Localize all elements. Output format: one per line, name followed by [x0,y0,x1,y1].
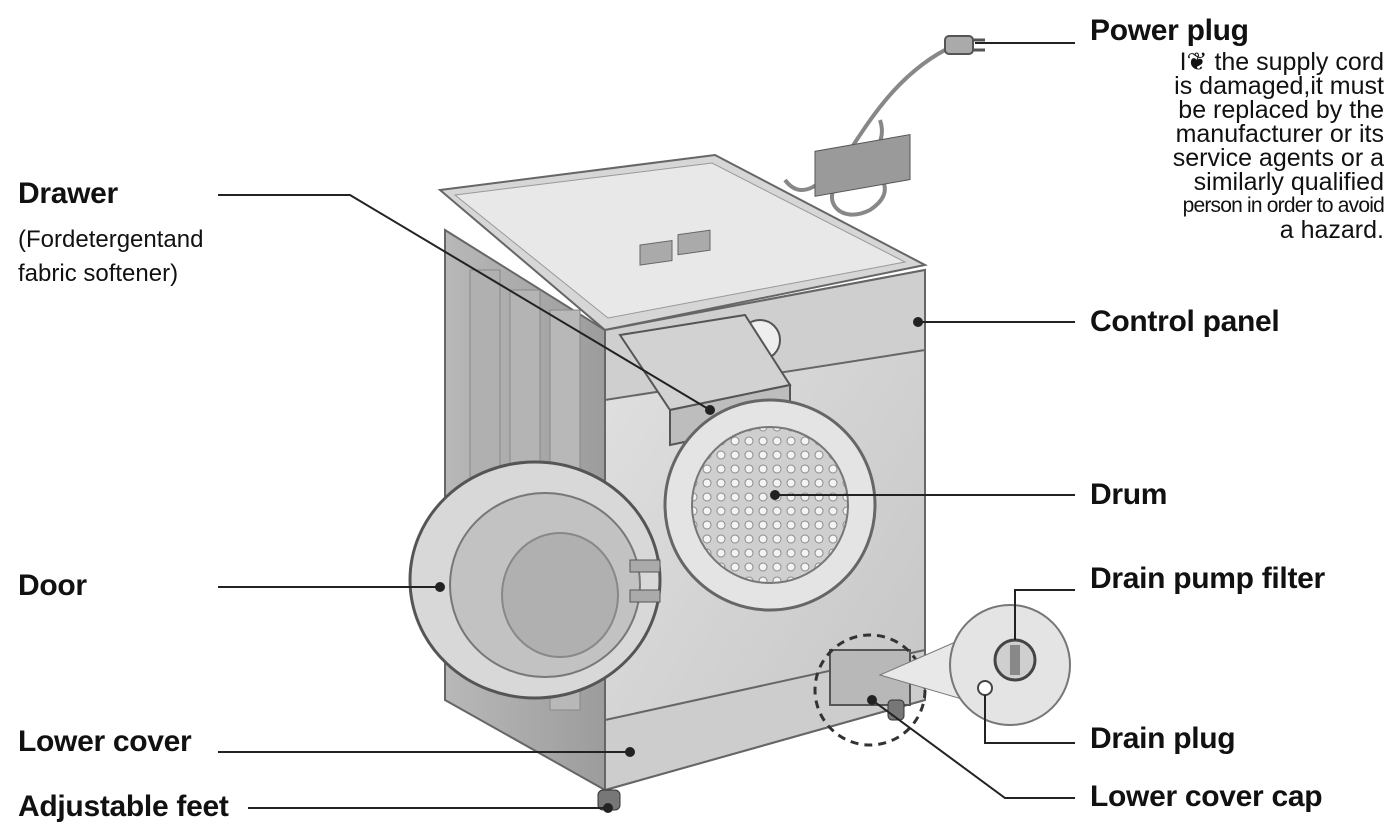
drawer-label: Drawer [18,177,118,211]
adjustable-feet-label: Adjustable feet [18,790,229,824]
power-plug-label: Power plug [1090,14,1249,48]
door [410,462,660,698]
drawer-note: (Fordetergentand [18,228,203,252]
power-note-line: a hazard. [1173,218,1384,242]
power-plug-icon [945,36,985,54]
control-panel-label: Control panel [1090,305,1279,339]
door-hinge [630,560,660,572]
power-note-line: manufacturer or its [1173,122,1384,146]
power-plug-note: I❦ the supply cord is damaged,it must be… [1173,50,1384,242]
door-label: Door [18,569,87,603]
drain-plug-label: Drain plug [1090,722,1235,756]
drum [692,427,848,583]
lower-cover-cap-label: Lower cover cap [1090,780,1322,814]
lower-cover-label: Lower cover [18,725,191,759]
drain-plug-icon [978,681,992,695]
power-note-line: is damaged,it must [1173,74,1384,98]
drum-label: Drum [1090,478,1167,512]
drain-pump-filter-label: Drain pump filter [1090,562,1325,596]
power-note-line: person in order to avoid [1173,194,1384,218]
power-note-line: similarly qualified [1173,170,1384,194]
drawer-note: fabric softener) [18,262,178,286]
power-note-line: be replaced by the [1173,98,1384,122]
power-note-line: I❦ the supply cord [1173,50,1384,74]
display-panel [815,135,910,197]
door-hinge [630,590,660,602]
power-note-line: service agents or a [1173,146,1384,170]
